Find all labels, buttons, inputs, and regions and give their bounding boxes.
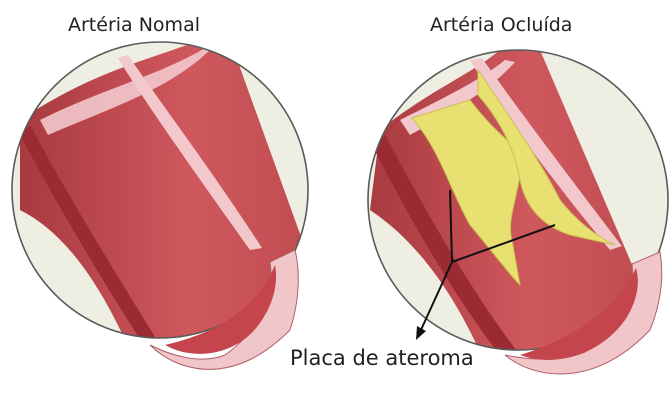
normal-artery-panel <box>12 40 360 391</box>
occluded-artery-panel <box>368 50 671 391</box>
plaque-label: Placa de ateroma <box>290 346 474 370</box>
normal-artery-title: Artéria Nomal <box>68 14 200 36</box>
occluded-artery-title: Artéria Ocluída <box>430 14 572 36</box>
